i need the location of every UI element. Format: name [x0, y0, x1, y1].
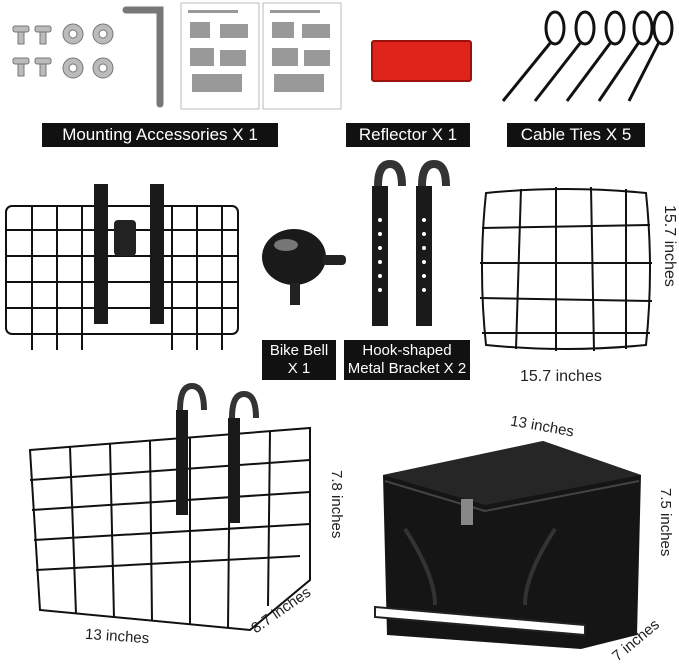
cooler-bag-image — [374, 441, 641, 649]
net-width-dimension: 15.7 inches — [520, 368, 602, 385]
label-reflector: Reflector X 1 — [346, 123, 470, 147]
cable-ties-image — [501, 10, 674, 102]
label-hook-bracket-line2: Metal Bracket X 2 — [347, 360, 467, 377]
label-bike-bell: Bike Bell X 1 — [262, 340, 336, 380]
basket-height-dimension: 7.8 inches — [328, 470, 345, 539]
cargo-net-image — [479, 186, 653, 352]
label-mounting-accessories: Mounting Accessories X 1 — [42, 123, 278, 147]
label-bike-bell-line2: X 1 — [287, 360, 311, 377]
reflector-image — [371, 40, 472, 82]
label-hook-bracket: Hook-shaped Metal Bracket X 2 — [344, 340, 470, 380]
label-hook-bracket-line1: Hook-shaped — [362, 342, 452, 359]
hook-brackets-image — [372, 159, 450, 326]
basket-width-dimension: 13 inches — [84, 625, 150, 648]
allen-key-icon — [122, 6, 164, 108]
wire-basket-image — [28, 382, 311, 632]
bike-bell-icon — [262, 229, 346, 305]
screws-and-washers — [12, 23, 114, 79]
bag-height-dimension: 7.5 inches — [657, 488, 674, 557]
instruction-manuals — [180, 2, 342, 110]
label-bike-bell-line1: Bike Bell — [269, 342, 329, 359]
net-height-dimension: 15.7 inches — [661, 205, 678, 287]
label-cable-ties: Cable Ties X 5 — [507, 123, 645, 147]
folded-basket-image — [5, 184, 239, 350]
